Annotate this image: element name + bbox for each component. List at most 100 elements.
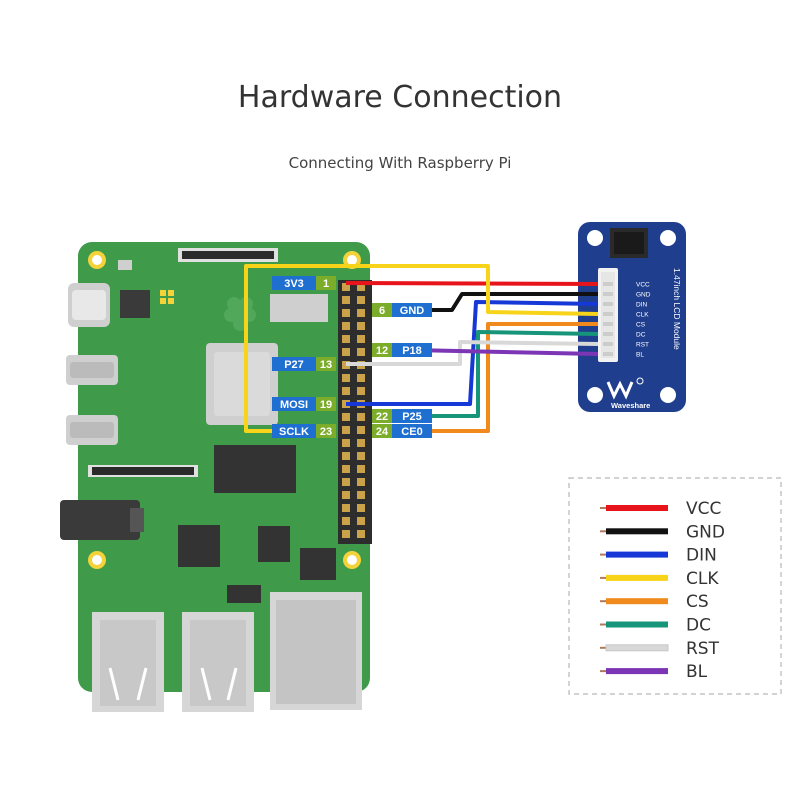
gpio-pin <box>342 465 350 473</box>
gpio-pin <box>357 283 365 291</box>
gpio-pin <box>357 426 365 434</box>
gpio-pin <box>342 452 350 460</box>
gpio-pin <box>357 530 365 538</box>
gpio-pin <box>342 478 350 486</box>
legend: VCC GND DIN CLK CS DC RST BL <box>568 477 782 695</box>
gpio-pin <box>357 374 365 382</box>
gpio-pin <box>357 491 365 499</box>
pi-pin-label-p27: P27 13 <box>272 357 336 371</box>
legend-swatch <box>606 598 668 605</box>
gpio-pin <box>357 348 365 356</box>
gpio-pin <box>342 530 350 538</box>
gpio-pin <box>342 283 350 291</box>
gpio-pin <box>342 374 350 382</box>
legend-item-vcc: VCC <box>600 499 721 519</box>
gpio-pin <box>357 296 365 304</box>
gpio-pin <box>357 309 365 317</box>
legend-item-clk: CLK <box>600 569 719 589</box>
legend-item-dc: DC <box>600 616 711 636</box>
legend-label: DIN <box>686 546 717 566</box>
legend-label: BL <box>686 662 708 682</box>
pi-pin-number: 19 <box>320 399 332 411</box>
page-subtitle: Connecting With Raspberry Pi <box>288 154 512 172</box>
pi-pin-number: 23 <box>320 426 332 438</box>
gpio-pin <box>357 335 365 343</box>
gpio-pin <box>342 348 350 356</box>
raspberry-pi-board <box>60 242 370 712</box>
module-pin-label-cs: CS <box>636 322 646 329</box>
pi-pin-number: 24 <box>376 426 389 438</box>
gpio-pin <box>357 478 365 486</box>
gpio-pin <box>357 504 365 512</box>
pi-pin-label-sclk: SCLK 23 <box>272 424 336 438</box>
legend-label: CS <box>686 592 709 612</box>
legend-label: VCC <box>686 499 721 519</box>
module-connector-pin <box>603 282 613 286</box>
module-connector-pin <box>603 352 613 356</box>
pi-pin-number: 6 <box>379 305 385 317</box>
gpio-header <box>338 280 372 544</box>
legend-swatch <box>606 551 668 558</box>
legend-item-cs: CS <box>600 592 709 612</box>
gpio-pin <box>342 296 350 304</box>
module-pin-label-rst: RST <box>636 342 649 349</box>
module-connector-pin <box>603 302 613 306</box>
module-connector-pin <box>603 332 613 336</box>
legend-swatch <box>606 574 668 581</box>
module-pin-label-din: DIN <box>636 302 648 309</box>
module-pin-label-vcc: VCC <box>636 282 650 289</box>
pi-pin-label-ce0: 24 CE0 <box>372 424 432 438</box>
gpio-pin <box>357 387 365 395</box>
module-brand: Waveshare <box>611 401 650 410</box>
module-title: 1.47inch LCD Module <box>672 268 682 350</box>
pi-pin-label-p25: 22 P25 <box>372 409 432 423</box>
module-connector-pin <box>603 322 613 326</box>
wire-clk <box>244 264 599 433</box>
gpio-pin <box>342 387 350 395</box>
wire-dc <box>412 330 599 418</box>
wires <box>244 264 599 433</box>
pi-pin-name: SCLK <box>279 426 309 438</box>
legend-label: RST <box>686 639 720 659</box>
gpio-pin <box>357 452 365 460</box>
legend-label: DC <box>686 616 711 636</box>
pi-pin-number: 12 <box>376 345 388 357</box>
pi-pin-name: P27 <box>284 359 304 371</box>
module-pin-label-gnd: GND <box>636 292 651 299</box>
pi-pin-name: 3V3 <box>284 278 304 290</box>
gpio-pin <box>342 322 350 330</box>
module-connector-pin <box>603 312 613 316</box>
waveshare-logo <box>606 377 644 400</box>
gpio-pin <box>357 413 365 421</box>
gpio-pin <box>357 465 365 473</box>
wire-cs <box>412 322 598 433</box>
pi-pin-number: 13 <box>320 359 332 371</box>
gpio-pin <box>342 439 350 447</box>
pi-pin-name: GND <box>400 305 425 317</box>
wire-vcc <box>345 281 599 286</box>
module-pin-label-bl: BL <box>636 352 644 359</box>
gpio-pin <box>357 439 365 447</box>
gpio-pin <box>357 322 365 330</box>
legend-swatch <box>605 644 669 652</box>
gpio-pin <box>342 426 350 434</box>
gpio-pin <box>342 413 350 421</box>
module-connector-pin <box>603 292 613 296</box>
page-title: Hardware Connection <box>237 80 563 115</box>
legend-item-bl: BL <box>600 662 708 682</box>
pi-pin-name: CE0 <box>401 426 422 438</box>
gpio-pin <box>342 504 350 512</box>
pi-pin-number: 22 <box>376 411 388 423</box>
legend-item-din: DIN <box>600 546 717 566</box>
legend-swatch <box>606 528 668 535</box>
gpio-pin <box>342 491 350 499</box>
pi-pin-name: P25 <box>402 411 422 423</box>
module-pin-label-clk: CLK <box>636 312 649 319</box>
legend-swatch <box>606 621 668 628</box>
legend-item-gnd: GND <box>600 522 725 542</box>
